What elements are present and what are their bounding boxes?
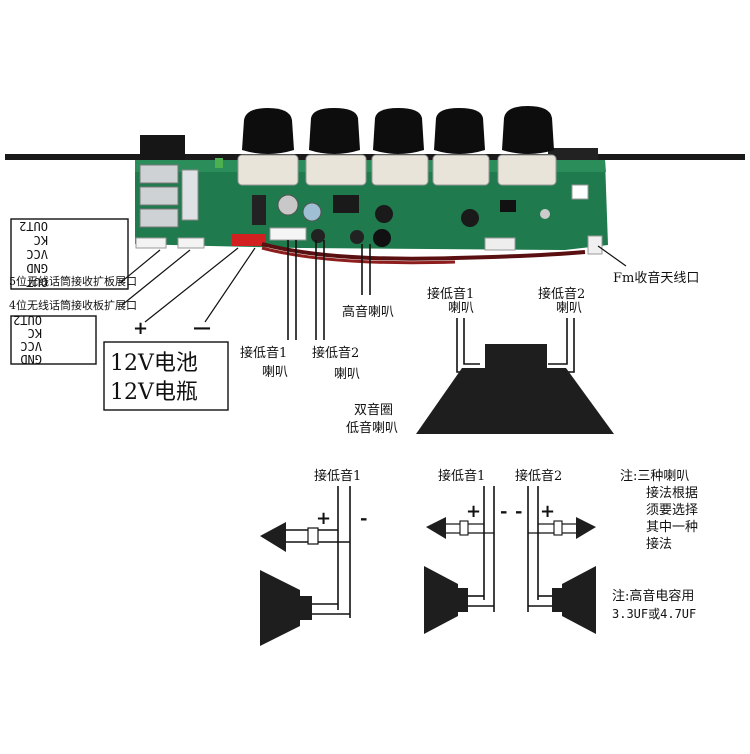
potentiometers	[237, 154, 557, 186]
connector-5pin	[135, 237, 167, 249]
usb-socket-3	[139, 208, 179, 228]
woofer-magnet	[485, 344, 547, 368]
notes: 注:三种喇叭 接法根据 须要选择 其中一种 接法 注:高音电容用 3.3UF或4…	[612, 469, 698, 621]
note2-line2: 3.3UF或4.7UF	[612, 607, 696, 621]
wiring-b-tweeter-left	[426, 517, 446, 539]
knobs	[242, 106, 554, 154]
wiring-b-minus-right: -	[515, 501, 522, 522]
port4-leader	[121, 249, 191, 306]
wiring-b-title1: 接低音1	[438, 468, 485, 484]
woofer1-label-line1: 接低音1	[240, 345, 287, 361]
pin-box-upper: OUT GND VCC KC OUT2	[10, 218, 129, 290]
wiring-b-woofer-right	[562, 566, 596, 634]
wiring-a-capacitor	[307, 527, 319, 545]
power-connector	[232, 234, 266, 246]
dc-caption-line1: 双音圈	[354, 402, 393, 418]
wiring-a-tweeter	[260, 522, 286, 552]
board-components	[215, 158, 603, 255]
power-jack	[140, 135, 185, 163]
note1-line4: 接法	[646, 536, 672, 552]
note1-line3: 其中一种	[646, 520, 698, 535]
battery-line2: 12V电瓶	[110, 380, 198, 405]
wiring-diagram-b: 接低音1 接低音2 + - - +	[424, 468, 596, 634]
woofer2-label-line1: 接低音2	[312, 345, 359, 361]
wiring-b-title2: 接低音2	[515, 468, 562, 484]
pin-box-lower: GND VCC KC OUT2	[10, 313, 97, 366]
port5-leader	[119, 249, 161, 284]
wiring-b-woofer-left	[424, 566, 458, 634]
wiring-b-capacitor-left	[459, 520, 469, 536]
woofer2-label-line2: 喇叭	[334, 367, 360, 382]
wiring-a-title: 接低音1	[314, 468, 361, 484]
wiring-b-plus-left: +	[466, 501, 481, 522]
pin-upper-0: OUT	[26, 275, 48, 289]
amplifier-board	[5, 106, 745, 265]
pin-lower-2: KC	[28, 326, 42, 340]
fm-antenna-label: Fm收音天线口	[613, 270, 699, 286]
fm-leader	[597, 245, 627, 267]
knob-3	[373, 108, 424, 154]
note1-line2: 须要选择	[646, 503, 698, 518]
woofer1-label-line2: 喇叭	[262, 365, 288, 380]
usb-socket-1	[139, 164, 179, 184]
battery-box	[103, 341, 229, 411]
dc-left-top: 接低音1	[427, 286, 474, 302]
wiring-b-minus-left: -	[500, 501, 507, 522]
dc-left-bottom: 喇叭	[448, 301, 474, 316]
knob-5	[502, 106, 554, 154]
battery-minus: —	[193, 317, 211, 338]
dual-coil-woofer: 接低音1 喇叭 接低音2 喇叭 双音圈 低音喇叭	[346, 286, 614, 436]
connector-4pin	[177, 237, 205, 249]
note1-line0: 注:三种喇叭	[620, 469, 689, 484]
wiring-b-capacitor-right	[553, 520, 563, 536]
battery-minus-lead	[204, 247, 256, 323]
dc-right-top: 接低音2	[538, 286, 585, 302]
tweeter-label: 高音喇叭	[342, 304, 394, 320]
pin-lower-3: OUT2	[13, 313, 42, 327]
wire-bundle	[261, 242, 586, 261]
pin-upper-4: OUT2	[19, 219, 48, 233]
wiring-diagram-a: 接低音1 + -	[260, 468, 367, 646]
battery-line1: 12V电池	[110, 351, 198, 376]
pin-upper-2: VCC	[26, 247, 48, 261]
note1-line1: 接法根据	[646, 485, 698, 501]
wiring-a-plus: +	[316, 508, 331, 529]
pin-lower-0: GND	[20, 352, 42, 366]
knob-1	[242, 108, 294, 154]
knob-2	[309, 108, 360, 154]
knob-4	[434, 108, 485, 154]
pin-upper-1: GND	[26, 261, 48, 275]
pin-lower-1: VCC	[20, 339, 42, 353]
usb-socket-2	[139, 186, 179, 206]
wiring-a-woofer	[260, 570, 300, 646]
wiring-b-plus-right: +	[540, 501, 555, 522]
battery-plus: +	[133, 318, 148, 339]
dc-right-bottom: 喇叭	[556, 301, 582, 316]
battery-plus-lead	[144, 247, 239, 323]
sd-slot	[181, 169, 199, 221]
dc-caption-line2: 低音喇叭	[346, 420, 398, 436]
pin-upper-3: KC	[34, 233, 48, 247]
note2-line1: 注:高音电容用	[612, 588, 694, 604]
speaker-leads	[287, 240, 371, 340]
port4-label: 4位无线话筒接收板扩展口	[9, 298, 137, 312]
wiring-b-tweeter-right	[576, 517, 596, 539]
port5-label: 5位无线话筒接收扩板展口	[9, 274, 137, 288]
wiring-a-minus: -	[360, 508, 367, 529]
woofer-cone	[416, 368, 614, 434]
